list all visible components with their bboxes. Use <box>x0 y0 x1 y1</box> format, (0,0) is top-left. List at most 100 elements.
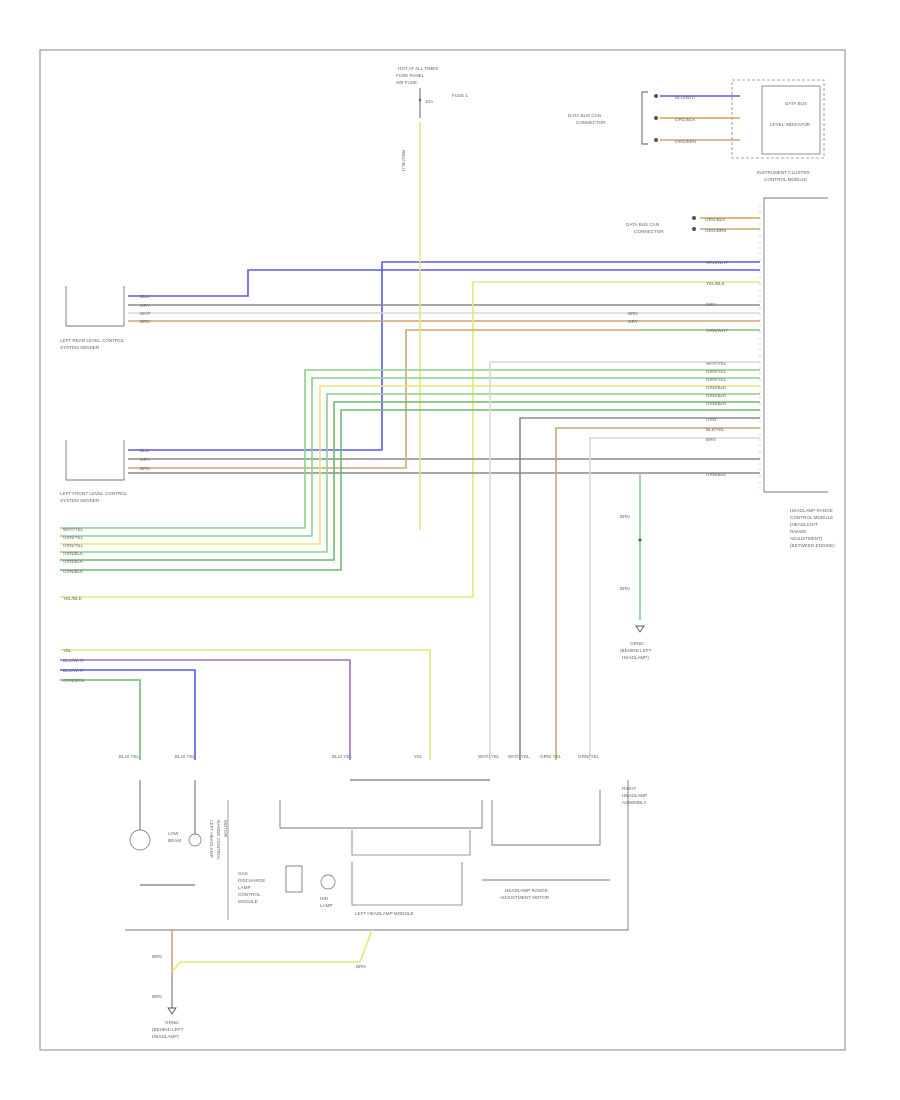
ls-wire-1: WHT/YEL <box>63 527 84 532</box>
ic-wire-2: ORG/BLK <box>675 117 696 122</box>
ic-can-label-1: DATA BUS CAN <box>568 113 601 118</box>
mid-wire-1: WHT/YEL <box>706 361 727 366</box>
gnd-r-label-3: HEADLAMP) <box>622 655 649 660</box>
headlamp-range-module: HEADLAMP RANGE CONTROL MODULE (HEADLIGHT… <box>759 197 835 548</box>
ic-label-1: INSTRUMENT CLUSTER <box>757 170 810 175</box>
hrm-label-3: (HEADLIGHT <box>790 522 818 527</box>
ll-wire-4: GRN/BRN <box>63 678 84 683</box>
hrm-label-4: RANGE <box>790 529 806 534</box>
gnd-b-brn-1: BRN <box>152 954 162 959</box>
ls-wire-2: GRN/YEL <box>63 535 84 540</box>
ll-wire-3: BLU/WHT <box>63 668 84 673</box>
can-label-1: DATA BUS CAN <box>626 222 659 227</box>
ll-wire-2: BLU/WHT <box>63 658 84 663</box>
fuse-block: HOT AT ALL TIMES FUSE PANEL S/B FUSE 10A… <box>396 66 469 171</box>
rha-label-2: HEADLAMP <box>622 793 647 798</box>
hrm-label-2: CONTROL MODULE <box>790 515 833 520</box>
top-bus-wires: BLU GRY WHT BRN GRN/WHT GRY YEL/BLK BRN … <box>60 122 760 598</box>
lf-wire-1: BLU <box>140 448 149 453</box>
ls-wire-5: GRN/BLK <box>63 559 84 564</box>
rha-label-3: ASSEMBLY <box>622 800 646 805</box>
gnd-b-brn-2: BRN <box>356 964 366 969</box>
ground-right: BRN BRN GRND (BEHIND LEFT HEADLAMP) <box>620 514 652 660</box>
motor-label-2: ADJUSTMENT MOTOR <box>500 895 550 900</box>
fuse-label-2: FUSE PANEL <box>396 73 425 78</box>
lf-wire-3: BRN <box>140 466 150 471</box>
hrm-label-6: (BETWEEN ENGINE) <box>790 543 835 548</box>
mid-wire-4: GRN/BLK <box>706 385 727 390</box>
gnd-b-label-3: HEADLAMP) <box>152 1034 179 1039</box>
bus-right-4: BRN <box>628 311 638 316</box>
mid-wire-6: GRN/BLK <box>706 401 727 406</box>
bus-right-3: YEL/BLK <box>706 281 726 286</box>
drop-8: GRN/ YEL <box>578 754 600 759</box>
mid-wire-3: GRN/YEL <box>706 377 727 382</box>
bulb-label-2: BEAM <box>168 838 181 843</box>
ls-wire-3: GRN/YEL <box>63 543 84 548</box>
ic-can-label-2: CONNECTOR <box>576 120 606 125</box>
lfs-label-2: SYSTEM SENDER <box>60 498 100 503</box>
bus-left-3: WHT <box>140 311 151 316</box>
drop-2: BLU/ YEL <box>175 754 196 759</box>
mid-wire-7: GRN <box>706 417 716 422</box>
rha-label-1: RIGHT <box>622 786 636 791</box>
bus-right-6: GRN/WHT <box>706 328 728 333</box>
left-rear-sensor: LEFT REAR LEVEL CONTROL SYSTEM SENDER <box>60 286 125 350</box>
can-wire-2: ORG/BRN <box>705 228 726 233</box>
lower-components: RIGHT HEADLAMP ASSEMBLY LOW BEAM LEFT HE… <box>125 779 647 931</box>
mid-wire-2: GRN/YEL <box>706 369 727 374</box>
drop-3: BLU/ YEL <box>332 754 353 759</box>
drop-7: GRN/ YEL <box>540 754 562 759</box>
ic-box-label-1: DATA BUS <box>785 101 807 106</box>
mid-wire-10: GRN/BLK <box>706 472 727 477</box>
lfs-label-1: LEFT FRONT LEVEL CONTROL <box>60 491 128 496</box>
ls-wire-4: GRN/BLK <box>63 551 84 556</box>
diagram-frame <box>39 49 846 1051</box>
hrm-label-5: ADJUSTMENT) <box>790 536 823 541</box>
lhc-label-3: MOTOR <box>223 820 228 838</box>
gnd-r-label-2: (BEHIND LEFT <box>620 648 652 653</box>
green-ladder-wires: WHT/YEL GRN/YEL GRN/YEL GRN/BLK GRN/BLK … <box>60 361 760 760</box>
bus-right-2: GRY <box>706 302 716 307</box>
bulb-label-1: LOW <box>168 831 179 836</box>
ic-wire-1: BLU/WHT <box>675 95 696 100</box>
mid-wire-9: BRN <box>706 437 716 442</box>
gnd-r-brn-2: BRN <box>620 586 630 591</box>
gd-label-2: DISCHARGE <box>238 878 265 883</box>
gnd-b-label-2: (BEHIND LEFT <box>152 1027 184 1032</box>
fuse-label-1: HOT AT ALL TIMES <box>398 66 438 71</box>
mid-wire-5: GRN/BLK <box>706 393 727 398</box>
bus-right-5: GRY <box>628 319 638 324</box>
hid-label-1: HID <box>320 896 329 901</box>
yel-blk-label: YEL/BLK <box>63 596 83 601</box>
lhc-label-1: LEFT HEADLAMP <box>209 820 214 858</box>
drop-5: WHT/ YEL <box>478 754 500 759</box>
can-wire-1: ORG/BLK <box>705 217 726 222</box>
drop-6: WHT/ YEL <box>508 754 530 759</box>
gd-label-3: LAMP <box>238 885 251 890</box>
left-front-sensor: LEFT FRONT LEVEL CONTROL SYSTEM SENDER <box>60 440 128 503</box>
gnd-b-label-1: GRND <box>165 1020 179 1025</box>
can-bus-entry: ORG/BLK ORG/BRN DATA BUS CAN CONNECTOR <box>626 216 760 234</box>
lhm-label: LEFT HEADLAMP MODULE <box>355 911 414 916</box>
gnd-r-label-1: GRND <box>630 641 644 646</box>
ic-box-label-2: LEVEL INDICATOR <box>770 122 811 127</box>
gd-label-4: CONTROL <box>238 892 261 897</box>
ic-label-2: CONTROL MODULE <box>764 177 807 182</box>
hid-label-2: LAMP <box>320 903 333 908</box>
mid-wire-8: BLK/YEL <box>706 427 725 432</box>
gnd-r-brn-1: BRN <box>620 514 630 519</box>
lower-left-bundle: YEL BLU/WHT BLU/WHT GRN/BRN <box>60 648 431 760</box>
ground-bottom: BRN BRN BRN GRND (BEHIND LEFT HEADLAMP) <box>152 929 373 1039</box>
gd-label-1: GAS <box>238 871 248 876</box>
drop-labels: BLU/ YEL BLU/ YEL BLU/ YEL YEL WHT/ YEL … <box>119 754 600 759</box>
fuse-name: FUSE 1 <box>452 93 469 98</box>
lrs-label-2: SYSTEM SENDER <box>60 345 100 350</box>
ls-wire-6: GRN/BLK <box>63 569 84 574</box>
fuse-wire-label: RED/ BLU <box>401 150 406 171</box>
bus-left-4: BRN <box>140 319 150 324</box>
lhc-label-2: RANGE CONTROL <box>216 820 221 861</box>
ic-wire-3: ORG/BRN <box>675 139 696 144</box>
gd-label-5: MODULE <box>238 899 258 904</box>
